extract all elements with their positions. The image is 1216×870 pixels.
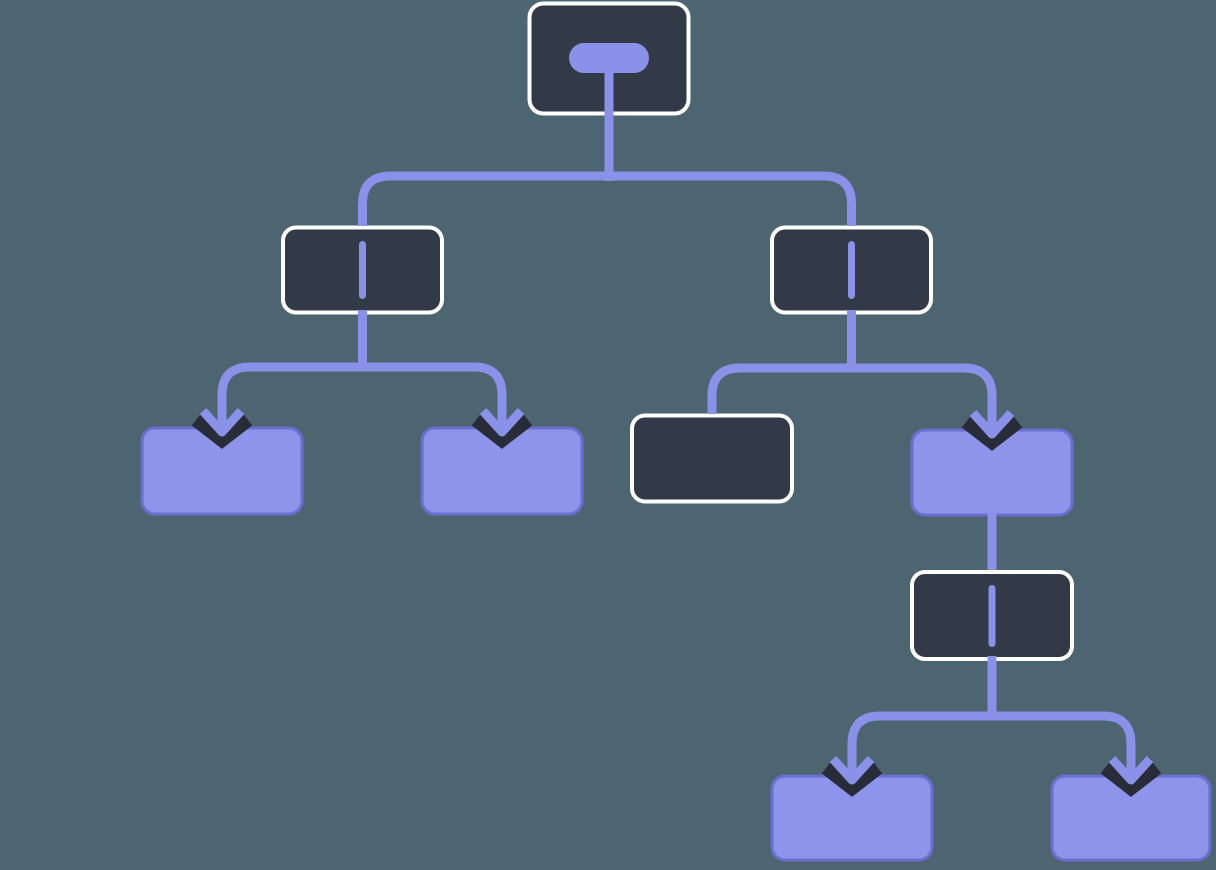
vertical-line-icon — [988, 585, 996, 647]
edge-branch-bottom-to-leaves — [847, 711, 1136, 779]
chevron-down-icon — [471, 414, 533, 449]
arrowhead-down-icon — [829, 755, 875, 785]
arrowhead-down-icon — [1108, 755, 1154, 785]
edge-branch-left-to-leaves — [217, 362, 507, 431]
arrowhead-down-icon — [479, 407, 525, 437]
vertical-line-icon — [848, 241, 855, 299]
chevron-down-icon — [961, 416, 1023, 451]
chevron-down-icon — [1100, 762, 1162, 797]
pill-node-icon — [569, 43, 649, 73]
arrowhead-down-icon — [969, 409, 1015, 439]
vertical-line-icon — [359, 241, 366, 299]
edge-branch-right-to-children — [707, 363, 997, 433]
edge-root-to-branches — [358, 171, 856, 226]
arrowhead-down-icon — [199, 407, 245, 437]
chevron-down-icon — [191, 414, 253, 449]
chevron-down-icon — [821, 762, 883, 797]
node-leaf-right-dark[interactable] — [630, 413, 794, 504]
